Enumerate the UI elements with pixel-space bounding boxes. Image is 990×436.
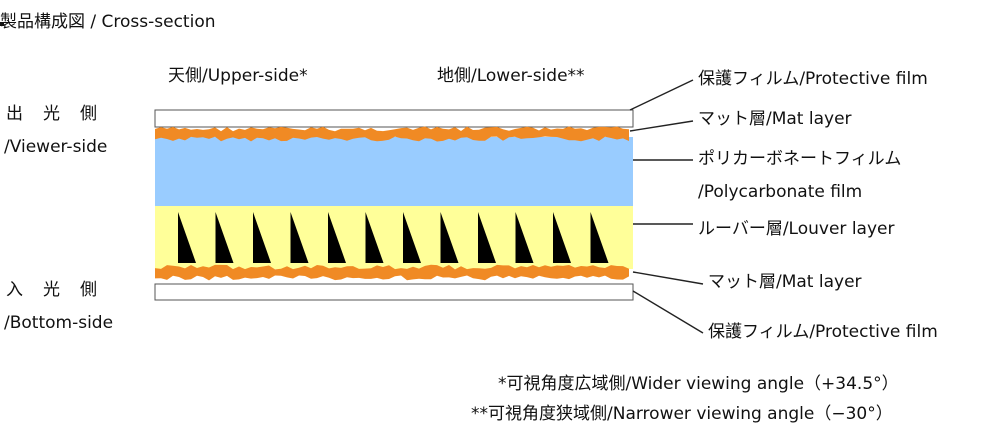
protective-film-top-layer — [154, 109, 634, 128]
louver-fin — [215, 212, 234, 263]
viewer-side-label-en: /Viewer-side — [4, 137, 108, 157]
bottom-side-label-en: /Bottom-side — [4, 313, 114, 333]
polycarbonate-label-jp: ポリカーボネートフィルム — [698, 149, 902, 169]
leader-protective-film-top — [629, 79, 694, 111]
mat-layer-top — [155, 126, 629, 142]
louver-fin — [403, 212, 421, 263]
mat-layer-top-label: マット層/Mat layer — [698, 109, 852, 129]
louver-fin — [365, 212, 384, 263]
leader-mat-layer-top — [629, 120, 694, 132]
louver-fin — [515, 212, 534, 263]
louver-fin — [553, 212, 571, 263]
louver-fin — [253, 212, 271, 263]
narrower-angle-note: **可視角度狭域側/Narrower viewing angle（−30°） — [471, 404, 893, 424]
title-bullet — [0, 22, 4, 26]
louver-fin — [328, 212, 346, 263]
protective-film-bottom-layer — [154, 283, 634, 301]
polycarbonate-layer — [155, 137, 633, 206]
wider-angle-note: *可視角度広域側/Wider viewing angle（+34.5°） — [498, 374, 899, 394]
louver-fin — [290, 212, 309, 263]
louver-layer-label: ルーバー層/Louver layer — [698, 219, 895, 239]
polycarbonate-label-en: /Polycarbonate film — [698, 182, 863, 202]
diagram-title: 製品構成図 / Cross-section — [0, 12, 216, 32]
leader-mat-layer-bottom — [632, 271, 704, 285]
protective-film-bottom-label: 保護フィルム/Protective film — [708, 322, 938, 342]
protective-film-top-label: 保護フィルム/Protective film — [698, 69, 928, 89]
lower-side-label: 地側/Lower-side** — [437, 66, 585, 86]
louver-fin — [478, 212, 496, 263]
louver-fins — [178, 212, 609, 263]
louver-fin — [590, 212, 609, 263]
louver-fin — [178, 212, 196, 263]
louver-fin — [440, 212, 459, 263]
viewer-side-label-jp: 出光側 — [6, 104, 117, 124]
leader-protective-film-bottom — [632, 290, 704, 334]
bottom-side-label-jp: 入光側 — [6, 280, 117, 300]
mat-layer-bottom — [155, 264, 629, 281]
mat-layer-bottom-label: マット層/Mat layer — [708, 272, 862, 292]
upper-side-label: 天側/Upper-side* — [168, 66, 308, 86]
